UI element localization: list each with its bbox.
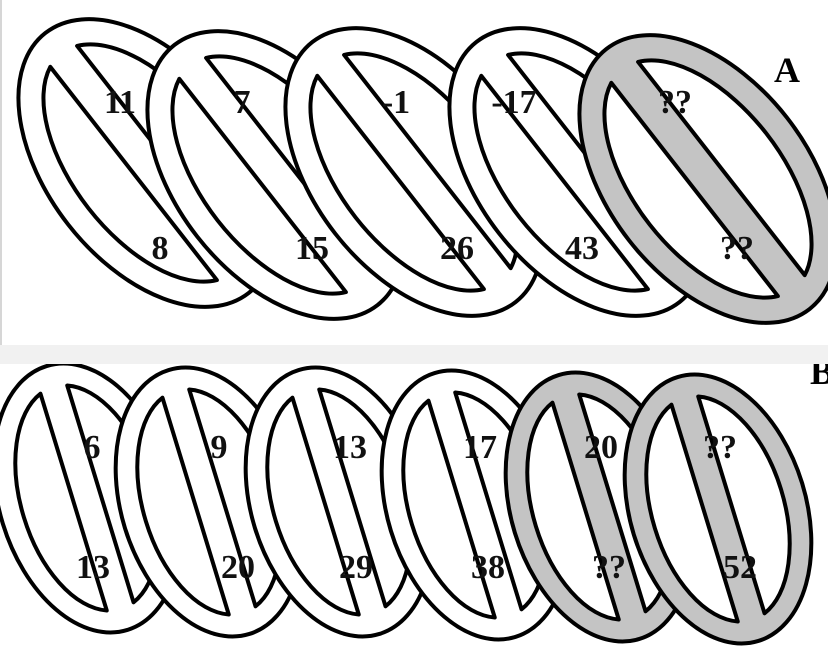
puzzle-b-ring-3-bottom-number: 29 <box>339 549 373 586</box>
puzzle-b-ring-5-bottom-number: ?? <box>592 549 626 586</box>
puzzle-a-ring-3-top-number: -1 <box>382 84 410 121</box>
puzzle-b-rings: 6 13 9 20 13 29 17 38 20???? 52 B <box>0 364 828 651</box>
puzzle-b-ring-4-bottom-number: 38 <box>471 549 505 586</box>
puzzle-a-ring-1-top-number: 11 <box>104 84 136 121</box>
puzzle-b-ring-2-bottom-number: 20 <box>221 549 255 586</box>
puzzle-a-ring-5-top-number: ?? <box>658 84 692 121</box>
puzzle-a-panel: 11 8 7 15 -1 26 -17 43???? A <box>0 0 828 345</box>
puzzle-a-ring-2-top-number: 7 <box>234 84 251 121</box>
puzzle-b-ring-5-top-number: 20 <box>584 429 618 466</box>
puzzle-b-panel: 6 13 9 20 13 29 17 38 20???? 52 B <box>0 364 828 651</box>
puzzle-b-ring-6-bottom-number: 52 <box>723 549 757 586</box>
puzzle-b-ring-3-top-number: 13 <box>333 429 367 466</box>
puzzle-b-ring-1-top-number: 6 <box>84 429 101 466</box>
puzzle-a-ring-1-bottom-number: 8 <box>152 230 169 267</box>
puzzle-a-ring-4-bottom-number: 43 <box>565 230 599 267</box>
puzzle-a-rings: 11 8 7 15 -1 26 -17 43???? A <box>2 0 828 345</box>
puzzle-a-ring-5-bottom-number: ?? <box>720 230 754 267</box>
puzzle-b-ring-2-top-number: 9 <box>211 429 228 466</box>
puzzle-a-ring-3-bottom-number: 26 <box>440 230 474 267</box>
puzzle-b-ring-4-top-number: 17 <box>463 429 497 466</box>
puzzle-a-ring-2-bottom-number: 15 <box>295 230 329 267</box>
puzzle-b-ring-1-bottom-number: 13 <box>76 549 110 586</box>
puzzle-a-label: A <box>774 50 800 90</box>
puzzle-b-ring-6-top-number: ?? <box>703 429 737 466</box>
puzzle-a-ring-4-top-number: -17 <box>491 84 536 121</box>
puzzle-b-label: B <box>810 364 828 392</box>
